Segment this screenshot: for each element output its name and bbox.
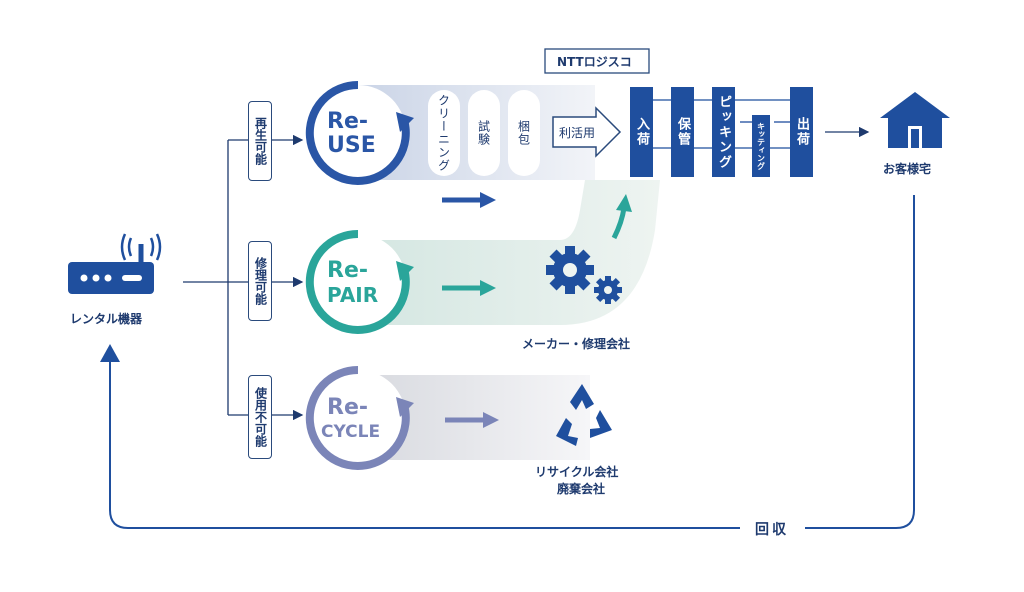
reuse-step-test: 試験 [468,90,500,176]
repair-title-line1: Re- [327,258,368,283]
recycle-title: Re- CYCLE [321,396,380,444]
recycle-icon [556,384,612,446]
repair-flow-arrow [442,280,496,296]
branch-label-reuse-text: 再生可能 [253,117,268,165]
recycle-company-label-2: 廃棄会社 [557,482,606,496]
logistics-step-ship: 出荷 [790,87,813,177]
reuse-outline-arrow [552,106,622,158]
house-icon [880,92,950,148]
customer-label: お客様宅 [883,162,932,176]
recycle-flow-arrow [445,412,499,428]
logistics-step-receive-text: 入荷 [634,117,649,147]
router-icon [68,233,162,294]
return-label: 回収 [755,522,789,538]
gear-icon [546,246,622,304]
branch-label-recycle: 使用不可能 [248,375,272,459]
logistics-step-kitting: キッティング [752,115,770,177]
repair-title: Re- PAIR [327,258,379,308]
branch-label-repair: 修理可能 [248,241,272,321]
reuse-title: Re- USE [327,110,376,158]
reuse-step-cleaning: クリーニング [428,90,460,176]
reuse-step-pack-text: 梱包 [516,120,531,146]
ntt-logisco-box [544,48,650,74]
reuse-circle-icon [305,80,414,185]
branch-label-recycle-text: 使用不可能 [253,387,268,447]
return-arrow-head [100,344,120,362]
branch-label-reuse: 再生可能 [248,101,272,181]
repair-title-line2: PAIR [327,283,379,307]
logistics-step-ship-text: 出荷 [794,117,809,147]
recycle-company-label-1: リサイクル会社 [535,465,619,479]
repair-circle-icon [305,229,414,334]
logistics-step-kitting-text: キッティング [756,122,766,170]
return-loop-line [109,195,915,529]
reuse-step-cleaning-text: クリーニング [436,94,451,172]
recycle-title-line2: CYCLE [321,422,381,442]
branch-label-repair-text: 修理可能 [253,257,268,305]
reuse-arrow-label: 利活用 [559,126,596,140]
repair-company-label: メーカー・修理会社 [522,337,631,351]
logistics-step-storage-text: 保管 [675,117,690,147]
logistics-title: NTTロジスコ [557,55,632,69]
recycle-circle-icon [305,365,414,470]
reuse-title-line2: USE [327,133,376,158]
logistics-step-picking-text: ピッキング [716,94,731,170]
reuse-step-test-text: 試験 [476,120,491,146]
repair-return-arrow [611,194,632,240]
reuse-title-line1: Re- [327,109,368,134]
logistics-step-picking: ピッキング [712,87,735,177]
logistics-step-receive: 入荷 [630,87,653,177]
reuse-step-pack: 梱包 [508,90,540,176]
recycle-title-line1: Re- [327,395,368,420]
logistics-step-storage: 保管 [671,87,694,177]
reuse-flow-arrow [442,192,496,208]
device-label: レンタル機器 [70,312,143,326]
